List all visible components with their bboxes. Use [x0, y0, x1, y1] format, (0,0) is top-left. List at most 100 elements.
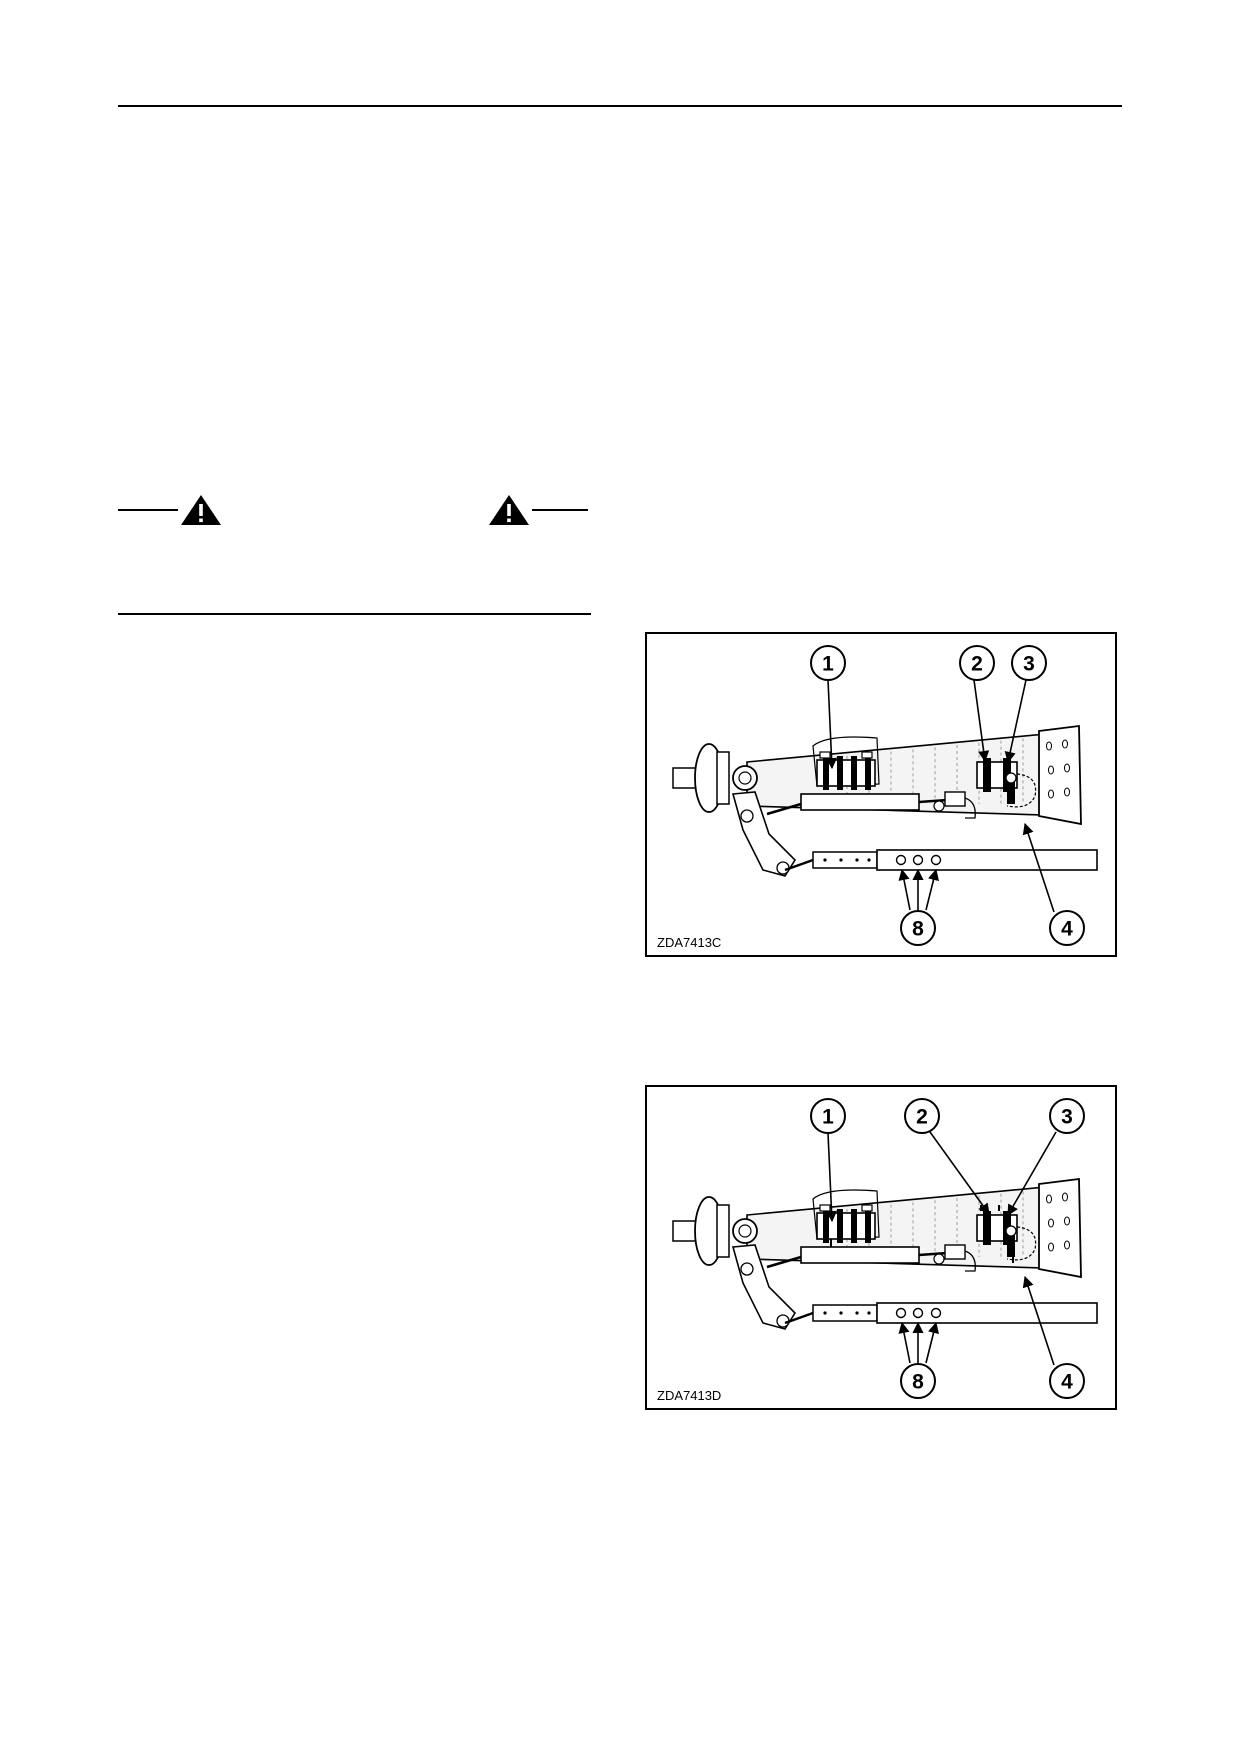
tie-rod-hole [867, 1311, 871, 1315]
callout-arrow [1022, 1275, 1055, 1366]
callout-circle [1011, 645, 1047, 681]
plate-hole [1048, 1218, 1054, 1228]
tie-rod-hole [855, 858, 859, 862]
plate-hole [1046, 741, 1052, 751]
hub-body [716, 751, 730, 805]
u-bolt [823, 756, 829, 790]
anchor-pin [933, 800, 945, 812]
hub-body [716, 1204, 730, 1258]
callout-number: 8 [912, 918, 924, 941]
callout-number: 3 [1061, 1106, 1073, 1129]
end-plate [1038, 724, 1082, 826]
bracket-bolt [1007, 1235, 1015, 1257]
u-bolt [851, 756, 857, 790]
callout-arrow [925, 868, 939, 911]
callout-number: 3 [1023, 653, 1035, 676]
callout-arrow [929, 1131, 990, 1215]
callout-number: 4 [1061, 918, 1073, 941]
plate-hole [1046, 1194, 1052, 1204]
u-bolt [865, 756, 871, 790]
bracket-outline [1006, 773, 1037, 808]
cylinder-rod [766, 1255, 802, 1269]
warning-rule-right [532, 509, 588, 511]
callout-circle [900, 910, 936, 946]
callout-arrow [1022, 822, 1055, 913]
plate-hole [1064, 1240, 1070, 1250]
anchor-bracket [964, 797, 976, 819]
plate-hole [1048, 789, 1054, 799]
kingpin-eye [732, 1218, 758, 1244]
callout-circle [1049, 1098, 1085, 1134]
plate-hole [1064, 1216, 1070, 1226]
callout-number: 2 [916, 1106, 928, 1129]
anchor-bracket [964, 1250, 976, 1272]
callout-arrow [898, 1321, 911, 1364]
kingpin-bore [738, 1224, 752, 1238]
cylinder-rod [918, 1251, 948, 1257]
adjustment-hole [912, 1307, 924, 1319]
tie-rod-hole [823, 858, 827, 862]
adjustment-hole [895, 854, 907, 866]
u-bolt-nut [819, 1204, 831, 1212]
plate-hole [1062, 739, 1068, 749]
callout-circle [810, 1098, 846, 1134]
rear-clamp-bolt [983, 1211, 991, 1245]
plate-hole [1062, 1192, 1068, 1202]
adjustment-hole [912, 854, 924, 866]
callout-number: 8 [912, 1371, 924, 1394]
u-bolt [851, 1209, 857, 1243]
knuckle-pivot [740, 809, 754, 823]
bracket-bolt-head [1005, 772, 1017, 784]
callout-number: 4 [1061, 1371, 1073, 1394]
u-bolt [823, 1209, 829, 1243]
callout-arrow [1007, 1131, 1057, 1216]
callout-arrow [973, 679, 990, 763]
tie-rod-hole [823, 1311, 827, 1315]
steering-cylinder [800, 793, 920, 811]
u-bolt-nut [861, 1204, 873, 1212]
callout-arrow [898, 868, 911, 911]
bracket-bolt [1007, 782, 1015, 804]
plate-hole [1048, 765, 1054, 775]
bracket-outline [1006, 1226, 1037, 1261]
tie-rod-end [784, 858, 814, 872]
tie-rod-outer [876, 1302, 1098, 1324]
section-rule [118, 613, 591, 615]
tie-rod-hole [839, 858, 843, 862]
steering-cylinder [800, 1246, 920, 1264]
u-bolt [865, 1209, 871, 1243]
callout-circle [900, 1363, 936, 1399]
clamp-outline [812, 736, 880, 787]
adjustment-hole [930, 854, 942, 866]
callout-arrow [825, 679, 838, 770]
tie-rod-hole [855, 1311, 859, 1315]
axle-illustration: 1 2 3 4 8 [672, 645, 1098, 946]
cylinder-rod [766, 802, 802, 816]
knuckle-pivot [740, 1262, 754, 1276]
callout-number: 1 [822, 653, 834, 676]
u-bolt [837, 756, 843, 790]
warning-banner [118, 494, 588, 526]
warning-rule-left [118, 509, 178, 511]
plate-hole [1064, 787, 1070, 797]
callout-circle [904, 1098, 940, 1134]
u-bolt [837, 1209, 843, 1243]
callout-number: 2 [971, 653, 983, 676]
callout-number: 1 [822, 1106, 834, 1129]
callout-circle [959, 645, 995, 681]
warning-triangle-icon [181, 495, 221, 525]
cylinder-rod [918, 798, 948, 804]
callout-arrow [825, 1132, 838, 1223]
rear-clamp-bolt [983, 758, 991, 792]
u-bolt-nut [861, 751, 873, 759]
callout-arrow [925, 1321, 939, 1364]
callout-circle [1049, 1363, 1085, 1399]
anchor-pin [933, 1253, 945, 1265]
plate-hole [1064, 763, 1070, 773]
warning-triangle-icon [489, 495, 529, 525]
cylinder-anchor [944, 1244, 966, 1260]
kingpin-bore [738, 771, 752, 785]
clamp-outline [812, 1189, 880, 1240]
